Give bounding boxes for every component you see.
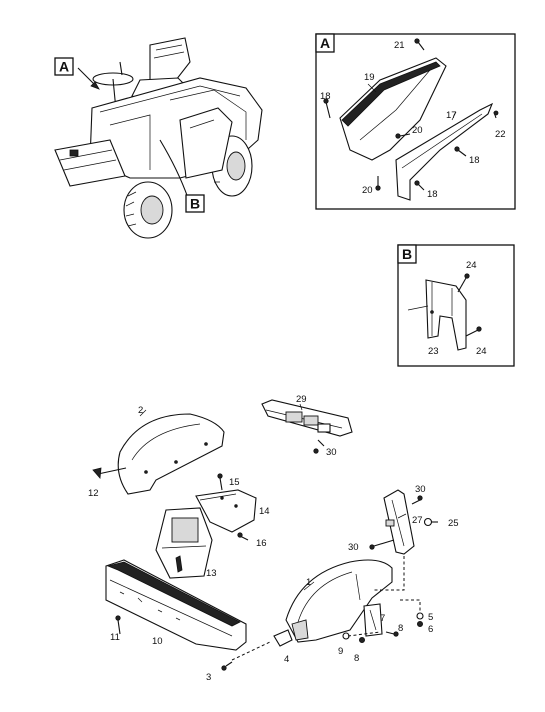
detail-b-title: B xyxy=(402,246,412,262)
label-5: 5 xyxy=(428,612,433,623)
label-12: 12 xyxy=(88,488,99,499)
label-30b: 30 xyxy=(415,484,426,495)
detail-a: A 21 19 18 20 17 22 18 20 18 xyxy=(315,33,516,210)
label-18a: 18 xyxy=(320,91,331,102)
label-17: 17 xyxy=(446,110,457,121)
label-20b: 20 xyxy=(362,185,373,196)
label-7: 7 xyxy=(380,613,385,624)
label-2: 2 xyxy=(138,405,143,416)
label-13: 13 xyxy=(206,568,217,579)
callout-a-letter: A xyxy=(59,59,69,75)
label-18c: 18 xyxy=(427,189,438,200)
label-11: 11 xyxy=(110,632,120,643)
label-19: 19 xyxy=(364,72,375,83)
label-25: 25 xyxy=(448,518,459,529)
exploded-view: 29 30 2 12 15 14 16 13 11 10 3 4 1 30 27… xyxy=(88,394,459,683)
label-14: 14 xyxy=(259,506,270,517)
label-4: 4 xyxy=(284,654,289,665)
label-24b: 24 xyxy=(476,346,487,357)
label-6: 6 xyxy=(428,624,433,635)
label-8a: 8 xyxy=(398,623,403,634)
label-29: 29 xyxy=(296,394,307,405)
tractor-overview xyxy=(54,37,263,239)
label-30a: 30 xyxy=(326,447,337,458)
detail-a-title: A xyxy=(320,35,330,51)
label-20a: 20 xyxy=(412,125,423,136)
callout-a-marker: A xyxy=(54,57,74,76)
label-15: 15 xyxy=(229,477,240,488)
label-16: 16 xyxy=(256,538,267,549)
label-23: 23 xyxy=(428,346,439,357)
callout-b-letter: B xyxy=(190,196,200,212)
label-3: 3 xyxy=(206,672,211,683)
label-22: 22 xyxy=(495,129,506,140)
label-30c: 30 xyxy=(348,542,359,553)
detail-b: B 24 24 23 xyxy=(397,244,515,367)
label-1: 1 xyxy=(306,577,311,588)
label-21: 21 xyxy=(394,40,405,51)
label-10: 10 xyxy=(152,636,163,647)
label-18b: 18 xyxy=(469,155,480,166)
callout-b-marker: B xyxy=(185,194,205,213)
label-24a: 24 xyxy=(466,260,477,271)
label-27: 27 xyxy=(412,515,423,526)
label-8b: 8 xyxy=(354,653,359,664)
label-9: 9 xyxy=(338,646,343,657)
